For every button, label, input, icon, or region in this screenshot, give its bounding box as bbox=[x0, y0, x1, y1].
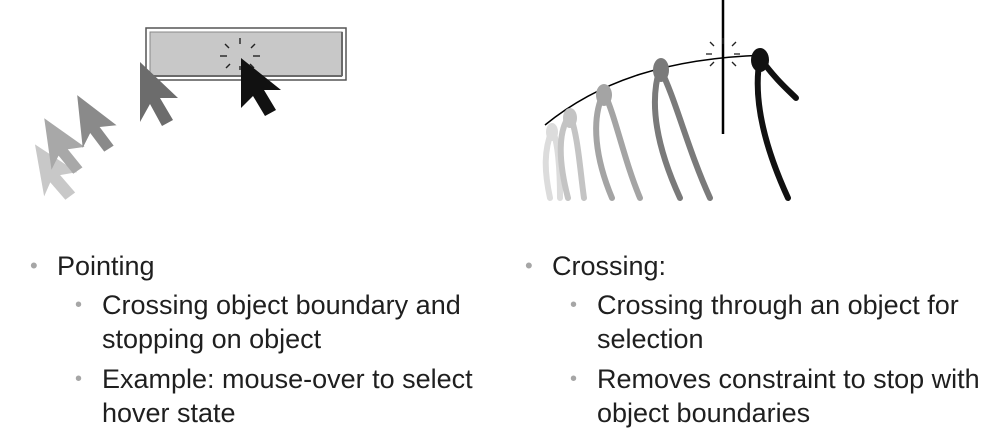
click-burst-icon bbox=[220, 38, 260, 70]
crossing-heading: Crossing: bbox=[552, 251, 667, 281]
crossing-column: • Crossing: • Crossing through an object… bbox=[525, 250, 1000, 436]
cursor-arrow-icon bbox=[34, 144, 78, 200]
pointing-bullet-1: Crossing object boundary and stopping on… bbox=[102, 290, 461, 354]
pen-tip-icon bbox=[546, 48, 769, 141]
pointing-illustration bbox=[34, 27, 347, 200]
cursor-arrow-icon bbox=[140, 62, 178, 126]
crossing-illustration bbox=[542, 0, 799, 201]
boundary-curve bbox=[544, 54, 766, 126]
pen-stroke bbox=[542, 50, 799, 201]
bullet-dot-icon: • bbox=[75, 294, 83, 316]
bullet-dot-icon: • bbox=[570, 368, 578, 390]
bullet-dot-icon: • bbox=[570, 294, 578, 316]
crossing-bullet-2: Removes constraint to stop with object b… bbox=[597, 364, 980, 428]
cursor-arrow-icon bbox=[44, 118, 85, 174]
crossing-heading-item: • Crossing: bbox=[525, 250, 1000, 282]
list-item: • Example: mouse-over to select hover st… bbox=[75, 362, 500, 430]
pointing-sub-list: • Crossing object boundary and stopping … bbox=[75, 288, 500, 430]
list-item: • Crossing object boundary and stopping … bbox=[75, 288, 500, 356]
crossing-burst-icon bbox=[706, 38, 740, 67]
crossing-bullet-1: Crossing through an object for selection bbox=[597, 290, 959, 354]
bullet-dot-icon: • bbox=[75, 368, 83, 390]
pointing-bullet-2: Example: mouse-over to select hover stat… bbox=[102, 364, 473, 428]
cursor-arrow-icon bbox=[241, 58, 281, 116]
pointing-heading: Pointing bbox=[57, 251, 155, 281]
list-item: • Removes constraint to stop with object… bbox=[570, 362, 1000, 430]
list-item: • Crossing through an object for selecti… bbox=[570, 288, 1000, 356]
bullet-dot-icon: • bbox=[30, 253, 38, 278]
pointing-column: • Pointing • Crossing object boundary an… bbox=[30, 250, 500, 436]
bullet-dot-icon: • bbox=[525, 253, 533, 278]
pointing-heading-item: • Pointing bbox=[30, 250, 500, 282]
crossing-sub-list: • Crossing through an object for selecti… bbox=[570, 288, 1000, 430]
cursor-arrow-icon bbox=[77, 95, 117, 152]
